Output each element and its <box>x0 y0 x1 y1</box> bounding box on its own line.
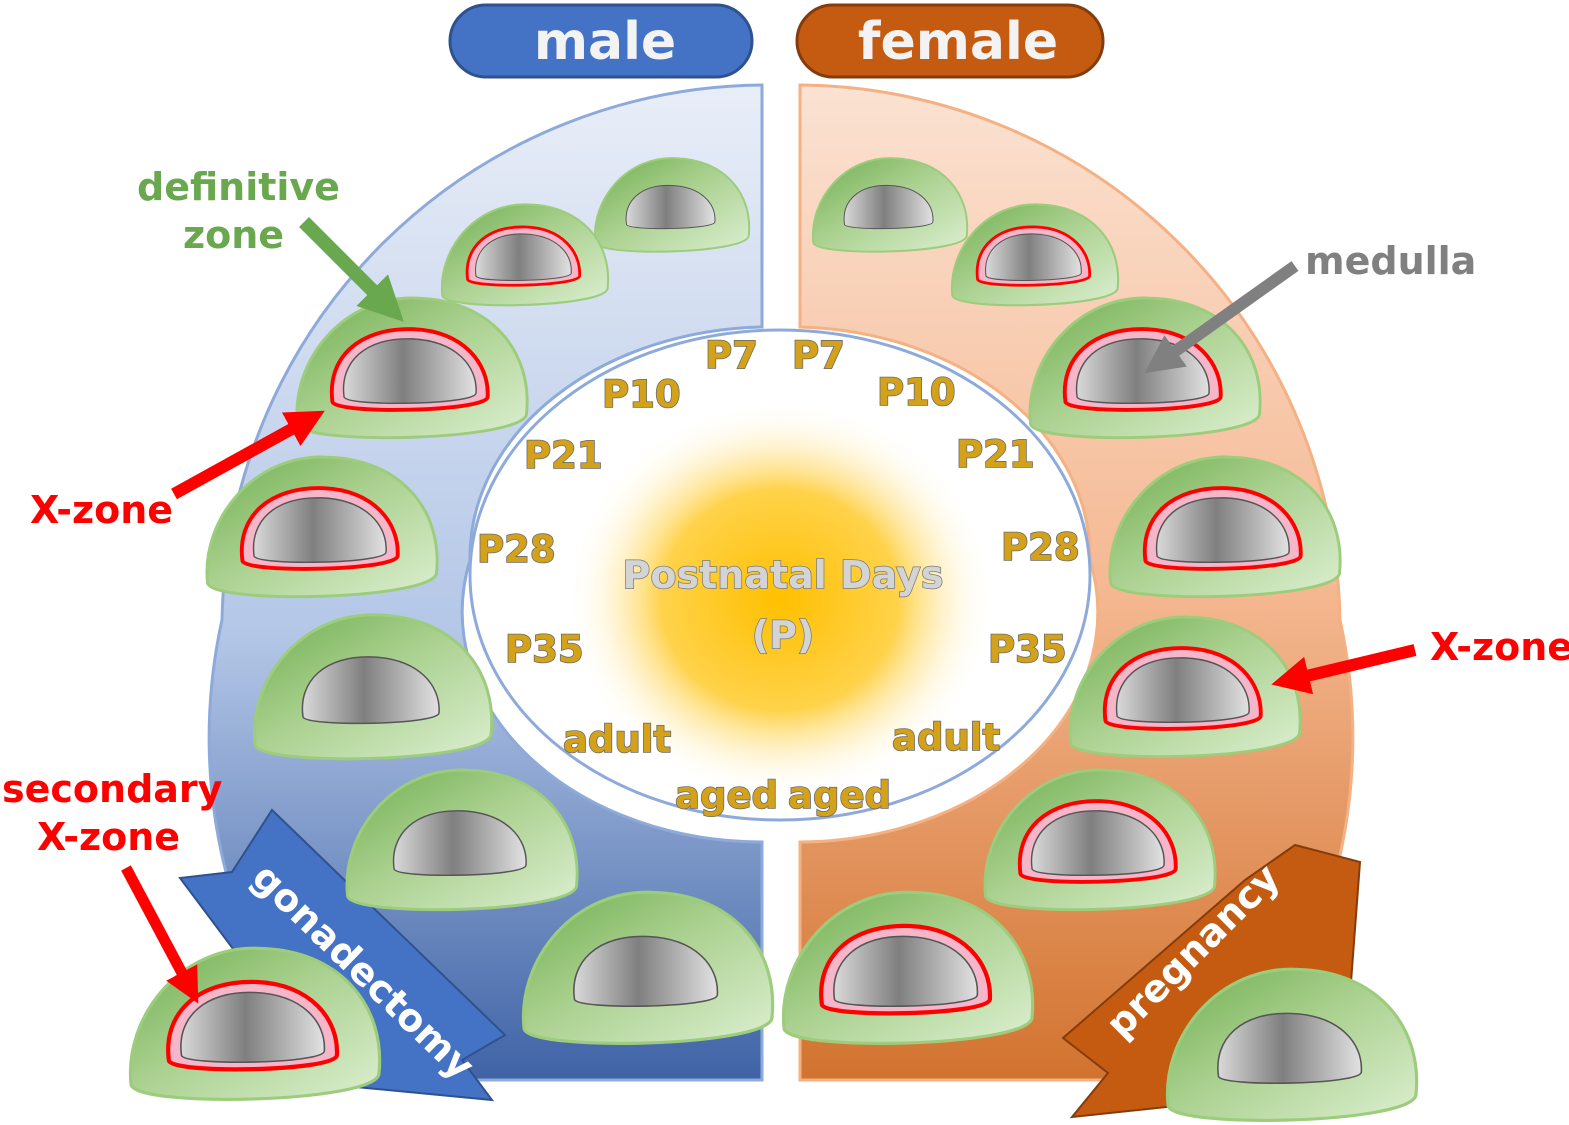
medulla <box>180 991 326 1063</box>
medulla <box>833 935 979 1007</box>
medulla <box>1030 810 1165 877</box>
x-zone-left-label: X-zone <box>30 488 173 532</box>
female-day-p35: P35 <box>988 628 1067 671</box>
gland-male-p28 <box>205 455 439 599</box>
medulla <box>475 233 572 281</box>
medulla <box>985 233 1082 281</box>
male-label: male <box>534 12 676 72</box>
medulla <box>392 810 527 877</box>
male-day-p35: P35 <box>505 628 584 671</box>
medulla <box>1155 497 1290 564</box>
gland-male-adult <box>345 768 579 912</box>
medulla-label: medulla <box>1305 239 1476 283</box>
male-day-adult: adult <box>563 718 671 761</box>
female-day-p10: P10 <box>877 371 956 414</box>
female-day-p21: P21 <box>956 433 1035 476</box>
gland-male-aged <box>521 890 775 1045</box>
gland-female-pregnancy <box>1165 967 1419 1122</box>
female-day-aged: aged <box>788 774 891 817</box>
male-day-p28: P28 <box>477 528 556 571</box>
male-day-aged: aged <box>675 774 778 817</box>
female-day-p7: P7 <box>792 334 845 377</box>
medulla <box>1115 657 1250 724</box>
medulla <box>1217 1012 1363 1084</box>
gland-male-p21 <box>295 296 529 440</box>
gland-male-p35 <box>252 613 494 761</box>
medulla <box>625 185 716 230</box>
male-glands <box>128 157 775 1101</box>
definitive-zone-label-2: zone <box>183 213 284 257</box>
x-zone-left-arrow <box>171 410 325 500</box>
medulla <box>342 338 477 405</box>
secondary-x-zone-label-1: secondary <box>2 767 223 811</box>
male-day-p21: P21 <box>524 434 603 477</box>
medulla <box>252 497 387 564</box>
definitive-zone-arrow <box>299 217 404 322</box>
gland-female-p7 <box>811 157 969 253</box>
female-day-p28: P28 <box>1001 526 1080 569</box>
male-day-p10: P10 <box>602 373 681 416</box>
gland-female-p10 <box>950 203 1120 307</box>
center-subtitle: (P) <box>752 613 815 657</box>
male-day-p7: P7 <box>705 334 758 377</box>
secondary-x-zone-arrow <box>121 865 199 1004</box>
medulla <box>573 935 719 1007</box>
x-zone-right-arrow <box>1271 644 1417 695</box>
gland-female-p35 <box>1068 615 1302 759</box>
gland-female-aged <box>781 890 1035 1045</box>
gland-male-p7 <box>593 157 751 253</box>
medulla <box>301 656 440 725</box>
definitive-zone-label-1: definitive <box>137 165 340 209</box>
female-header: female <box>795 3 1105 79</box>
male-header: male <box>448 3 754 79</box>
medulla-arrow <box>1144 261 1299 374</box>
center-glow <box>565 400 995 800</box>
gland-female-adult <box>983 768 1217 912</box>
medulla <box>843 185 934 230</box>
x-zone-right-label: X-zone <box>1430 625 1569 669</box>
female-glands <box>781 157 1419 1122</box>
secondary-x-zone-label-2: X-zone <box>37 815 180 859</box>
female-label: female <box>858 12 1058 72</box>
center-title: Postnatal Days <box>623 553 944 597</box>
gland-male-p10 <box>440 203 610 307</box>
gland-female-p28 <box>1108 455 1342 599</box>
female-day-adult: adult <box>892 716 1000 759</box>
